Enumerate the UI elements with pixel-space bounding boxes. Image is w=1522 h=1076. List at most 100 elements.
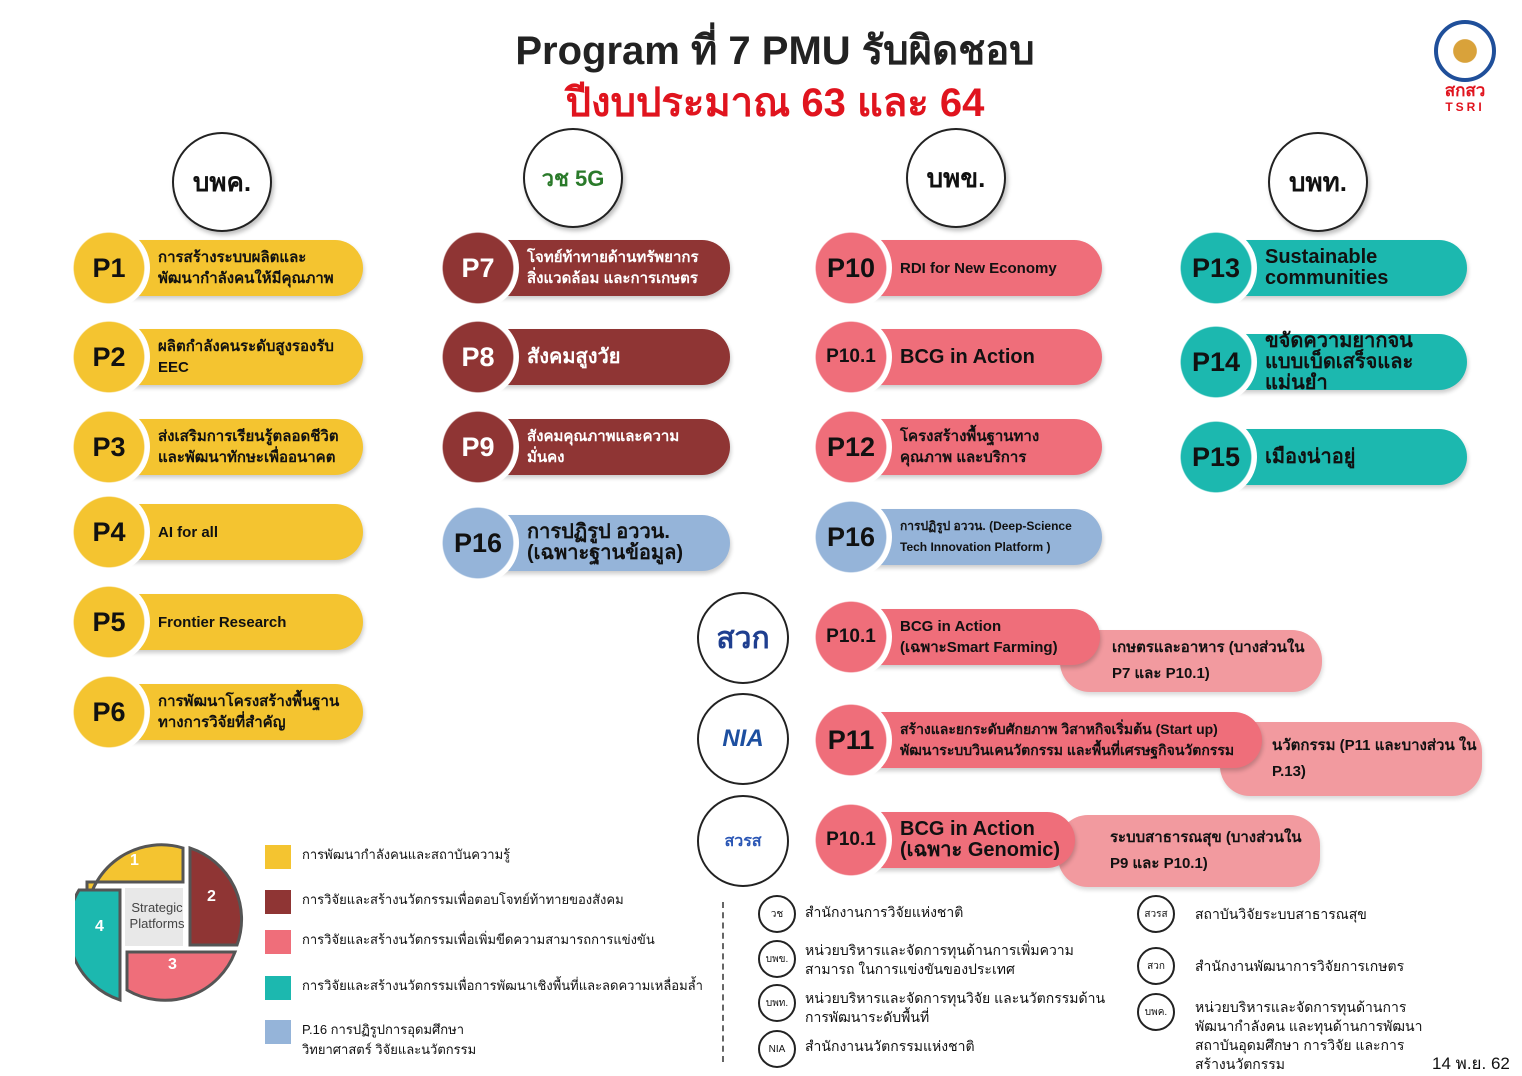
- program-label: การสร้างระบบผลิตและ พัฒนากำลังคนให้มีคุณ…: [158, 249, 334, 287]
- program-label: ผลิตกำลังคนระดับสูงรองรับ EEC: [158, 338, 334, 376]
- arda-logo: สวก: [697, 592, 789, 684]
- quadrant-label-3: 3: [168, 956, 177, 973]
- legend-swatch: [265, 1020, 291, 1044]
- program-label: เมืองน่าอยู่: [1265, 445, 1356, 468]
- program-code-badge: P16: [437, 502, 519, 584]
- org-icon-4: สวรส: [1137, 895, 1175, 933]
- program-label: ส่งเสริมการเรียนรู้ตลอดชีวิต และพัฒนาทัก…: [158, 428, 339, 466]
- program-label: BCG in Action: [900, 345, 1035, 368]
- program-code-badge: P10.1: [810, 596, 892, 678]
- program-label: การปฏิรูป อววน. (เฉพาะฐานข้อมูล): [527, 521, 683, 564]
- program-code-badge: P15: [1175, 416, 1257, 498]
- org-icon-0: วช: [758, 895, 796, 933]
- platform-quadrant-2: [188, 845, 244, 947]
- legend-swatch: [265, 930, 291, 954]
- program-label: โครงสร้างพื้นฐานทางคุณภาพ และบริการ: [900, 428, 1040, 466]
- org-icon-3: NIA: [758, 1030, 796, 1068]
- program-pill: [846, 712, 1262, 768]
- column-header-bpk: บพค.: [172, 132, 272, 232]
- program-note: ระบบสาธารณสุข (บางส่วนใน P9 และ P10.1): [1058, 815, 1320, 887]
- page-subtitle: ปีงบประมาณ 63 และ 64: [565, 81, 985, 125]
- org-name: สำนักงานการวิจัยแห่งชาติ: [805, 904, 964, 920]
- strategic-platforms-diagram: [75, 843, 244, 1003]
- program-label: สร้างและยกระดับศักยภาพ วิสาหกิจเริ่มต้น …: [900, 721, 1235, 758]
- column-header-bpkh: บพข.: [906, 128, 1006, 228]
- quadrant-label-2: 2: [207, 888, 216, 905]
- program-code-badge: P3: [68, 406, 150, 488]
- platforms-center-label: Strategic Platforms: [129, 900, 185, 931]
- org-icon-6: บพค.: [1137, 993, 1175, 1031]
- legend-swatch: [265, 890, 291, 914]
- program-label: Sustainable communities: [1265, 246, 1389, 289]
- legend-item: การวิจัยและสร้างนวัตกรรมเพื่อตอบโจทย์ท้า…: [302, 892, 624, 907]
- tsri-emblem-icon: [1434, 20, 1496, 82]
- org-name: สำนักงานพัฒนาการวิจัยการเกษตร: [1195, 958, 1405, 974]
- program-label: การพัฒนาโครงสร้างพื้นฐาน ทางการวิจัยที่ส…: [158, 693, 340, 731]
- legend-swatch: [265, 976, 291, 1000]
- program-p5: P5 Frontier Research: [68, 581, 363, 667]
- program-code-badge: P13: [1175, 227, 1257, 309]
- quadrant-label-1: 1: [130, 852, 139, 869]
- org-icon-1: บพข.: [758, 940, 796, 978]
- program-code-badge: P8: [437, 316, 519, 398]
- org-name: หน่วยบริหารและจัดการทุนด้านการ พัฒนากำลั…: [1195, 999, 1423, 1072]
- legend-item: การวิจัยและสร้างนวัตกรรมเพื่อการพัฒนาเชิ…: [302, 978, 703, 993]
- legend-item: P.16 การปฏิรูปการอุดมศึกษา วิทยาศาสตร์ ว…: [302, 1022, 477, 1057]
- platform-quadrant-3: [125, 950, 238, 1002]
- program-label: สังคมคุณภาพและความมั่นคง: [527, 428, 680, 466]
- divider: [722, 902, 724, 1062]
- date-label: 14 พ.ย. 62: [1432, 1054, 1510, 1073]
- logo-text-th: สกสว: [1444, 81, 1486, 100]
- program-label: Frontier Research: [158, 613, 287, 631]
- program-p10-1: P10.1 BCG in Action: [810, 316, 1102, 402]
- program-code-badge: P14: [1175, 321, 1257, 403]
- org-icon-2: บพท.: [758, 984, 796, 1022]
- program-code-badge: P2: [68, 316, 150, 398]
- program-p10: P10 RDI for New Economy: [810, 227, 1102, 313]
- program-p15: P15 เมืองน่าอยู่: [1175, 416, 1467, 502]
- platform-quadrant-4: [75, 888, 122, 1003]
- quadrant-label-4: 4: [95, 918, 104, 935]
- program-label: โจทย์ท้าทายด้านทรัพยากร สิ่งแวดล้อม และก…: [527, 249, 699, 287]
- program-code-badge: P16: [810, 496, 892, 578]
- program-code-badge: P7: [437, 227, 519, 309]
- program-label: การปฏิรูป อววน. (Deep-Science Tech Innov…: [900, 519, 1072, 554]
- program-label: ขจัดความยากจน แบบเบ็ดเสร็จและแม่นยำ: [1265, 329, 1414, 394]
- program-code-badge: P10.1: [810, 316, 892, 398]
- program-label: RDI for New Economy: [900, 259, 1057, 277]
- program-code-badge: P11: [810, 699, 892, 781]
- column-header-bpt: บพท.: [1268, 132, 1368, 232]
- org-name: หน่วยบริหารและจัดการทุนวิจัย และนวัตกรรม…: [805, 990, 1106, 1025]
- org-icon-5: สวก: [1137, 947, 1175, 985]
- legend-swatch: [265, 845, 291, 869]
- program-code-badge: P10: [810, 227, 892, 309]
- nia-logo: NIA: [697, 693, 789, 785]
- hsri-logo: สวรส: [697, 795, 789, 887]
- legend-item: การวิจัยและสร้างนวัตกรรมเพื่อเพิ่มขีดควา…: [302, 932, 655, 947]
- program-note: เกษตรและอาหาร (บางส่วนใน P7 และ P10.1): [1060, 630, 1322, 692]
- org-name: หน่วยบริหารและจัดการทุนด้านการเพิ่มความส…: [805, 942, 1074, 977]
- program-code-badge: P5: [68, 581, 150, 663]
- program-code-badge: P12: [810, 406, 892, 488]
- program-label: BCG in Action (เฉพาะSmart Farming): [900, 618, 1058, 656]
- logo-text-en: TSRI: [1445, 100, 1485, 114]
- org-name: สถาบันวิจัยระบบสาธารณสุข: [1195, 906, 1367, 922]
- program-label: BCG in Action (เฉพาะ Genomic): [900, 818, 1061, 861]
